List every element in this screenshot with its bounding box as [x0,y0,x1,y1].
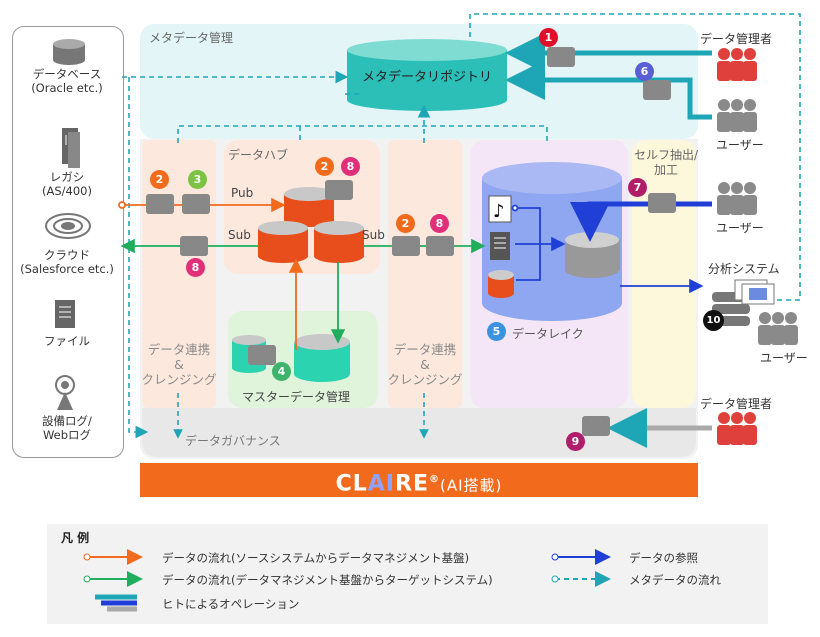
user-3-label: ユーザー [760,351,808,365]
database-icon [53,39,85,65]
badge-6: 6 [635,62,654,81]
integration-right-label: データ連携 & クレンジング [387,342,463,387]
data-manager-top-label: データ管理者 [700,32,773,46]
metadata-mgmt-label: メタデータ管理 [149,31,234,45]
metadata-flow-lines [122,13,801,439]
legend-title: 凡 例 [61,531,90,545]
music-file-icon: ♪ [488,195,512,223]
governance-label: データガバナンス [185,434,281,448]
pub-label: Pub [231,186,254,200]
hub-sub-cylinder-right [314,221,364,263]
user-2-label: ユーザー [716,221,764,235]
hub-sub-cylinder-left [258,221,308,263]
source-label-cloud: クラウド (Salesforce etc.) [20,248,114,276]
file-icon [55,300,75,328]
metadata-repository [347,39,507,111]
people-user-3 [758,312,798,345]
claire-re: RE [395,471,429,497]
people-data-manager-bottom [717,412,757,445]
master-data-label: マスターデータ管理 [242,390,351,404]
master-data-cylinder-large [294,334,350,382]
tool-icons [146,47,676,436]
badge-10: 10 [703,310,724,331]
lake-db-icon [488,270,514,298]
badge-2-right: 2 [396,214,415,233]
data-hub-label: データハブ [228,148,289,162]
lake-store-cylinder [565,232,620,278]
badge-3: 3 [188,170,207,189]
claire-subtitle: (AI搭載) [439,476,503,495]
document-stack-icon [490,232,510,260]
antenna-icon [55,375,75,410]
claire-banner: CLAIRE®(AI搭載) [140,463,698,497]
badge-8-hub: 8 [341,157,360,176]
blue-reference-lines [511,204,704,294]
svg-text:♪: ♪ [493,201,505,222]
data-lake-label: データレイク [512,327,584,341]
legend-panel: 凡 例 データの流れ(ソースシステムからデータマネジメント基盤) データの流れ(… [47,524,768,624]
sub-label-mid: Sub [362,228,385,242]
claire-cl: CL [335,471,368,497]
legend-orange-flow: データの流れ(ソースシステムからデータマネジメント基盤) [162,551,470,565]
badge-1: 1 [539,28,558,47]
legend-meta-flow: メタデータの流れ [629,573,721,587]
integration-right-zone [388,140,462,408]
user-1-label: ユーザー [716,138,764,152]
badge-9: 9 [566,432,585,451]
badge-2-hub: 2 [315,157,334,176]
badge-8-right: 8 [430,214,449,233]
claire-ai: AI [367,471,396,497]
source-label-database: データベース (Oracle etc.) [31,67,103,95]
self-extract-label: セルフ抽出/ 加工 [633,148,699,177]
source-label-file: ファイル [44,334,90,348]
analysis-system-label: 分析システム [708,262,780,276]
badge-4: 4 [272,362,291,381]
claire-tm: ® [428,474,440,485]
badge-7: 7 [628,178,647,197]
repository-label: メタデータリポジトリ [362,70,493,85]
people-data-manager-top [717,48,757,81]
data-manager-bottom-label: データ管理者 [700,397,773,411]
badge-2-left: 2 [150,170,169,189]
badge-5: 5 [487,322,506,341]
cloud-icon [45,213,91,239]
source-label-legacy: レガシ (AS/400) [42,170,92,198]
people-user-2 [717,182,757,215]
legend-human-op: ヒトによるオペレーション [162,597,300,611]
people-user-1 [717,99,757,132]
server-icon [62,128,80,168]
badge-8-left: 8 [186,258,205,277]
legend-swatches [83,549,611,612]
sub-label-left: Sub [228,228,251,242]
integration-left-label: データ連携 & クレンジング [141,342,217,387]
source-label-log: 設備ログ/ Webログ [42,414,92,442]
legend-reference: データの参照 [629,551,698,565]
legend-green-flow: データの流れ(データマネジメント基盤からターゲットシステム) [162,573,493,587]
